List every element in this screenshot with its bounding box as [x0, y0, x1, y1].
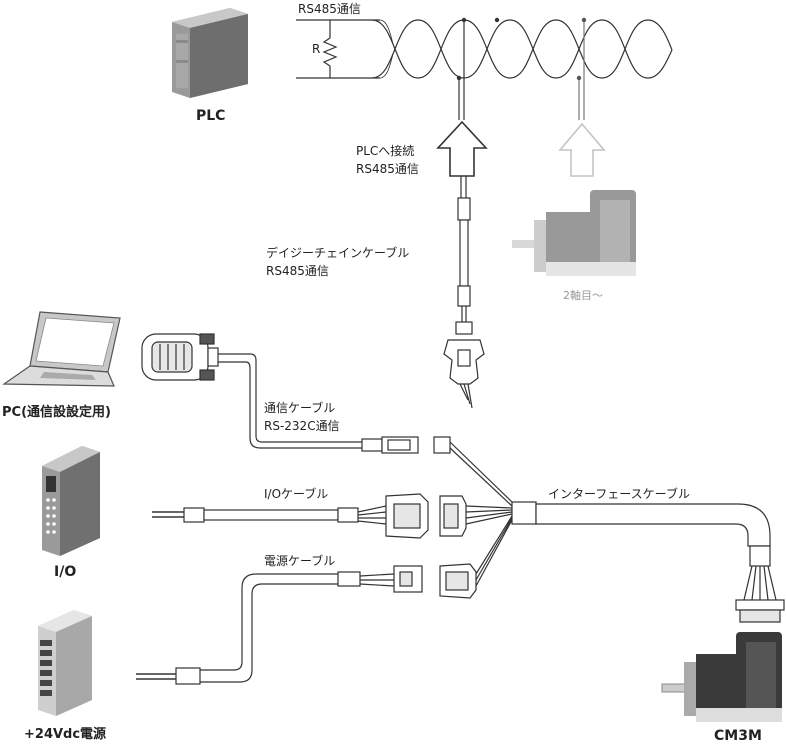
- power-supply-device: [38, 610, 92, 716]
- communication-cable: [218, 353, 513, 507]
- power-cable: [136, 515, 513, 685]
- plc-connect-arrow: [436, 120, 488, 177]
- plc-device: [172, 8, 248, 98]
- rs485-bus: [296, 19, 673, 120]
- interface-cable-label: インターフェースケーブル: [548, 486, 690, 501]
- daisy-chain-label-2: RS485通信: [266, 264, 329, 278]
- comm-cable-label-1: 通信ケーブル: [264, 400, 335, 415]
- power-label: +24Vdc電源: [24, 726, 106, 742]
- cm3m-label: CM3M: [714, 728, 762, 744]
- daisy-chain-cable: [443, 176, 485, 409]
- second-axis-label: 2軸目～: [563, 288, 603, 302]
- rs485-top-label: RS485通信: [298, 2, 361, 16]
- daisy-chain-label-1: デイジーチェインケーブル: [266, 245, 409, 260]
- pc-label: PC(通信設設定用): [2, 404, 111, 420]
- plc-connect-label-2: RS485通信: [356, 162, 419, 176]
- laptop-icon: [2, 311, 121, 387]
- dsub-connector: [141, 333, 219, 381]
- second-axis-motor: [512, 190, 636, 276]
- interface-cable: [511, 501, 785, 623]
- comm-cable-label-2: RS-232C通信: [264, 419, 340, 433]
- io-label: I/O: [54, 564, 76, 580]
- io-cable-label: I/Oケーブル: [264, 486, 328, 501]
- power-cable-label: 電源ケーブル: [264, 553, 335, 568]
- resistor-label: R: [312, 42, 320, 56]
- plc-connect-label-1: PLCへ接続: [356, 143, 414, 158]
- second-axis-arrow: [558, 122, 606, 177]
- io-cable: [152, 493, 513, 539]
- plc-label: PLC: [196, 108, 225, 124]
- io-device: [42, 446, 100, 556]
- cm3m-motor: [661, 632, 782, 722]
